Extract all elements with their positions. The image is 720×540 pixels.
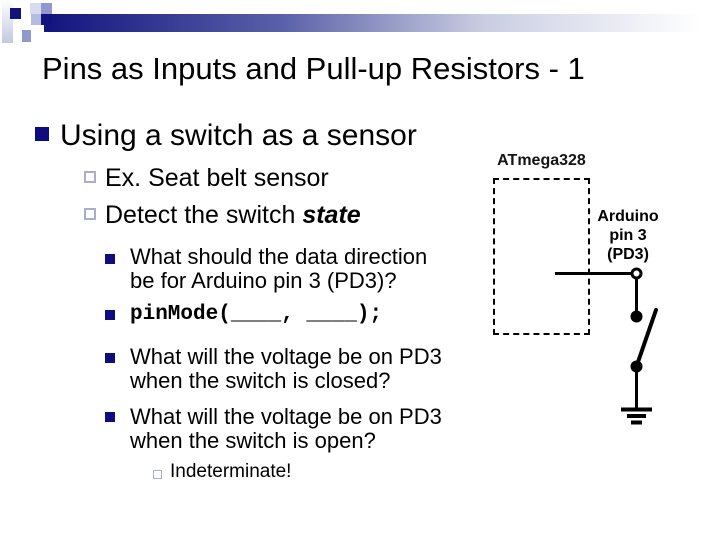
detect-text: Detect the switch state bbox=[105, 202, 361, 228]
detect-text-emphasis: state bbox=[302, 201, 361, 229]
bullet-hollow-icon bbox=[84, 171, 96, 183]
pin-terminal-circle bbox=[630, 267, 643, 280]
switch-blade-open bbox=[636, 308, 658, 364]
bullet-hollow-icon bbox=[153, 470, 162, 479]
detect-text-prefix: Detect the switch bbox=[105, 201, 303, 229]
arduino-pin-label-line3: (PD3) bbox=[607, 246, 649, 263]
page-title: Pins as Inputs and Pull-up Resistors - 1 bbox=[42, 51, 585, 86]
question-direction-line1: What should the data direction bbox=[130, 244, 428, 269]
switch-contact-bottom-dot bbox=[630, 360, 643, 373]
question-open-line2: when the switch is open? bbox=[130, 428, 376, 453]
answer-text: Indeterminate! bbox=[170, 461, 292, 482]
bullet-filled-icon bbox=[35, 127, 49, 141]
header-bar bbox=[44, 14, 720, 32]
question-open: What will the voltage be on PD3 when the… bbox=[130, 405, 442, 453]
bullet-filled-icon bbox=[105, 412, 115, 422]
level1-text: Using a switch as a sensor bbox=[60, 119, 417, 152]
decor-square bbox=[30, 3, 41, 14]
question-closed: What will the voltage be on PD3 when the… bbox=[130, 345, 442, 393]
arduino-pin-label: Arduino pin 3 (PD3) bbox=[596, 207, 660, 264]
header-gradient-strip bbox=[2, 0, 13, 43]
atmega-label: ATmega328 bbox=[497, 152, 586, 169]
question-open-line1: What will the voltage be on PD3 bbox=[130, 404, 442, 429]
bullet-filled-icon bbox=[105, 353, 115, 363]
question-direction-line2: be for Arduino pin 3 (PD3)? bbox=[130, 268, 397, 293]
decor-square bbox=[41, 3, 52, 14]
pinmode-code-line: pinMode(____, ____); bbox=[130, 303, 383, 326]
bullet-filled-icon bbox=[105, 310, 115, 320]
switch-contact-top-dot bbox=[630, 310, 643, 323]
decor-square bbox=[41, 14, 52, 25]
switch-circuit-svg bbox=[555, 267, 658, 425]
decor-square bbox=[10, 8, 21, 19]
decor-square bbox=[31, 14, 41, 25]
arduino-pin-label-line2: pin 3 bbox=[609, 227, 647, 244]
example-text: Ex. Seat belt sensor bbox=[105, 164, 329, 192]
decor-square bbox=[22, 30, 31, 42]
question-direction: What should the data direction be for Ar… bbox=[130, 245, 427, 293]
bullet-filled-icon bbox=[105, 254, 115, 264]
atmega-dashed-box bbox=[493, 178, 590, 335]
arduino-pin-label-line1: Arduino bbox=[597, 208, 659, 225]
question-closed-line1: What will the voltage be on PD3 bbox=[130, 344, 442, 369]
question-closed-line2: when the switch is closed? bbox=[130, 368, 391, 393]
bullet-hollow-icon bbox=[84, 208, 96, 220]
